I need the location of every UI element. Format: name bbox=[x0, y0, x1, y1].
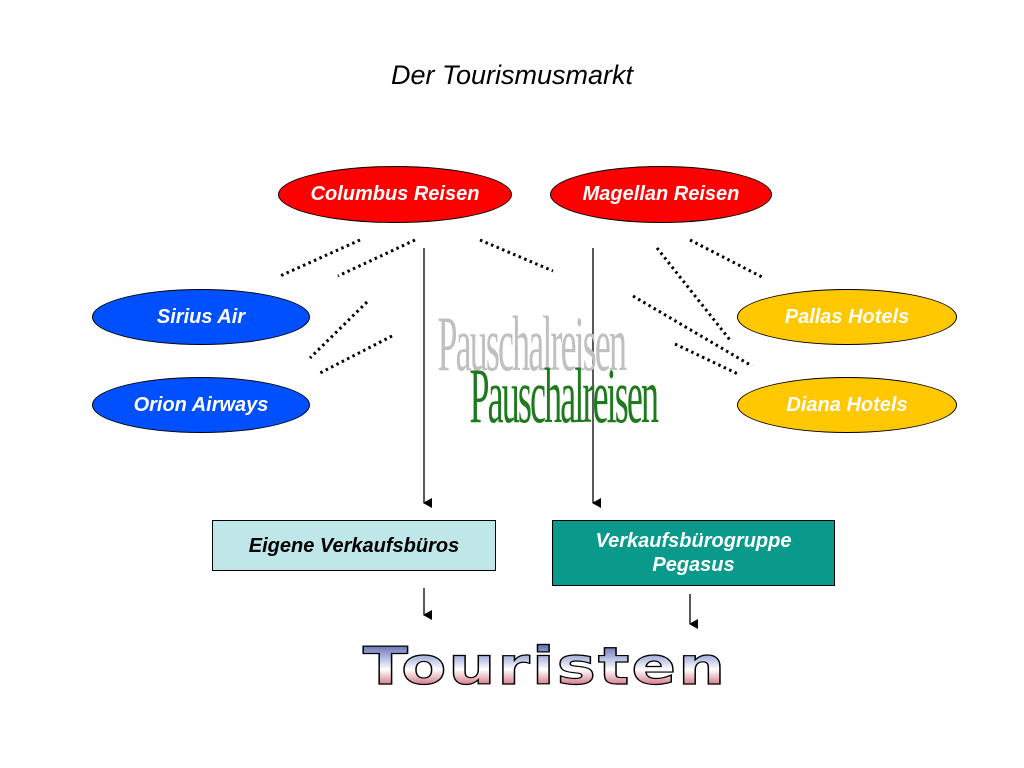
pauschalreisen-wordart: Pauschalreisen bbox=[469, 351, 660, 440]
dotted-link bbox=[632, 294, 753, 368]
node-label: Sirius Air bbox=[156, 305, 246, 328]
node-sirius-air: Sirius Air bbox=[92, 289, 310, 345]
box-label: Eigene Verkaufsbüros bbox=[248, 534, 460, 557]
node-pallas-hotels: Pallas Hotels bbox=[737, 289, 957, 345]
dotted-link bbox=[279, 238, 361, 278]
node-label: Diana Hotels bbox=[786, 393, 908, 416]
touristen-wordart: Touristen bbox=[305, 636, 785, 697]
node-magellan-reisen: Magellan Reisen bbox=[550, 166, 772, 223]
box-label: Verkaufsbürogruppe Pegasus bbox=[595, 530, 792, 576]
dotted-link bbox=[655, 247, 732, 341]
dotted-link bbox=[674, 342, 741, 377]
node-label: Columbus Reisen bbox=[310, 183, 480, 205]
dotted-link bbox=[689, 238, 763, 279]
dotted-link bbox=[337, 238, 416, 278]
dotted-link bbox=[308, 300, 369, 360]
node-label: Magellan Reisen bbox=[582, 183, 740, 205]
dotted-link bbox=[319, 334, 393, 375]
node-label: Pallas Hotels bbox=[784, 305, 910, 328]
node-orion-airways: Orion Airways bbox=[92, 377, 310, 433]
node-columbus-reisen: Columbus Reisen bbox=[278, 166, 512, 223]
page-title: Der Tourismusmarkt bbox=[390, 60, 634, 90]
node-diana-hotels: Diana Hotels bbox=[737, 377, 957, 433]
dotted-link bbox=[479, 238, 554, 273]
pauschalreisen-wordart-shadow: Pauschalreisen bbox=[437, 299, 628, 388]
box-eigene-verkaufsbueros: Eigene Verkaufsbüros bbox=[212, 520, 496, 571]
box-verkaufsbuerogruppe-pegasus: Verkaufsbürogruppe Pegasus bbox=[552, 520, 835, 586]
node-label: Orion Airways bbox=[133, 393, 269, 416]
